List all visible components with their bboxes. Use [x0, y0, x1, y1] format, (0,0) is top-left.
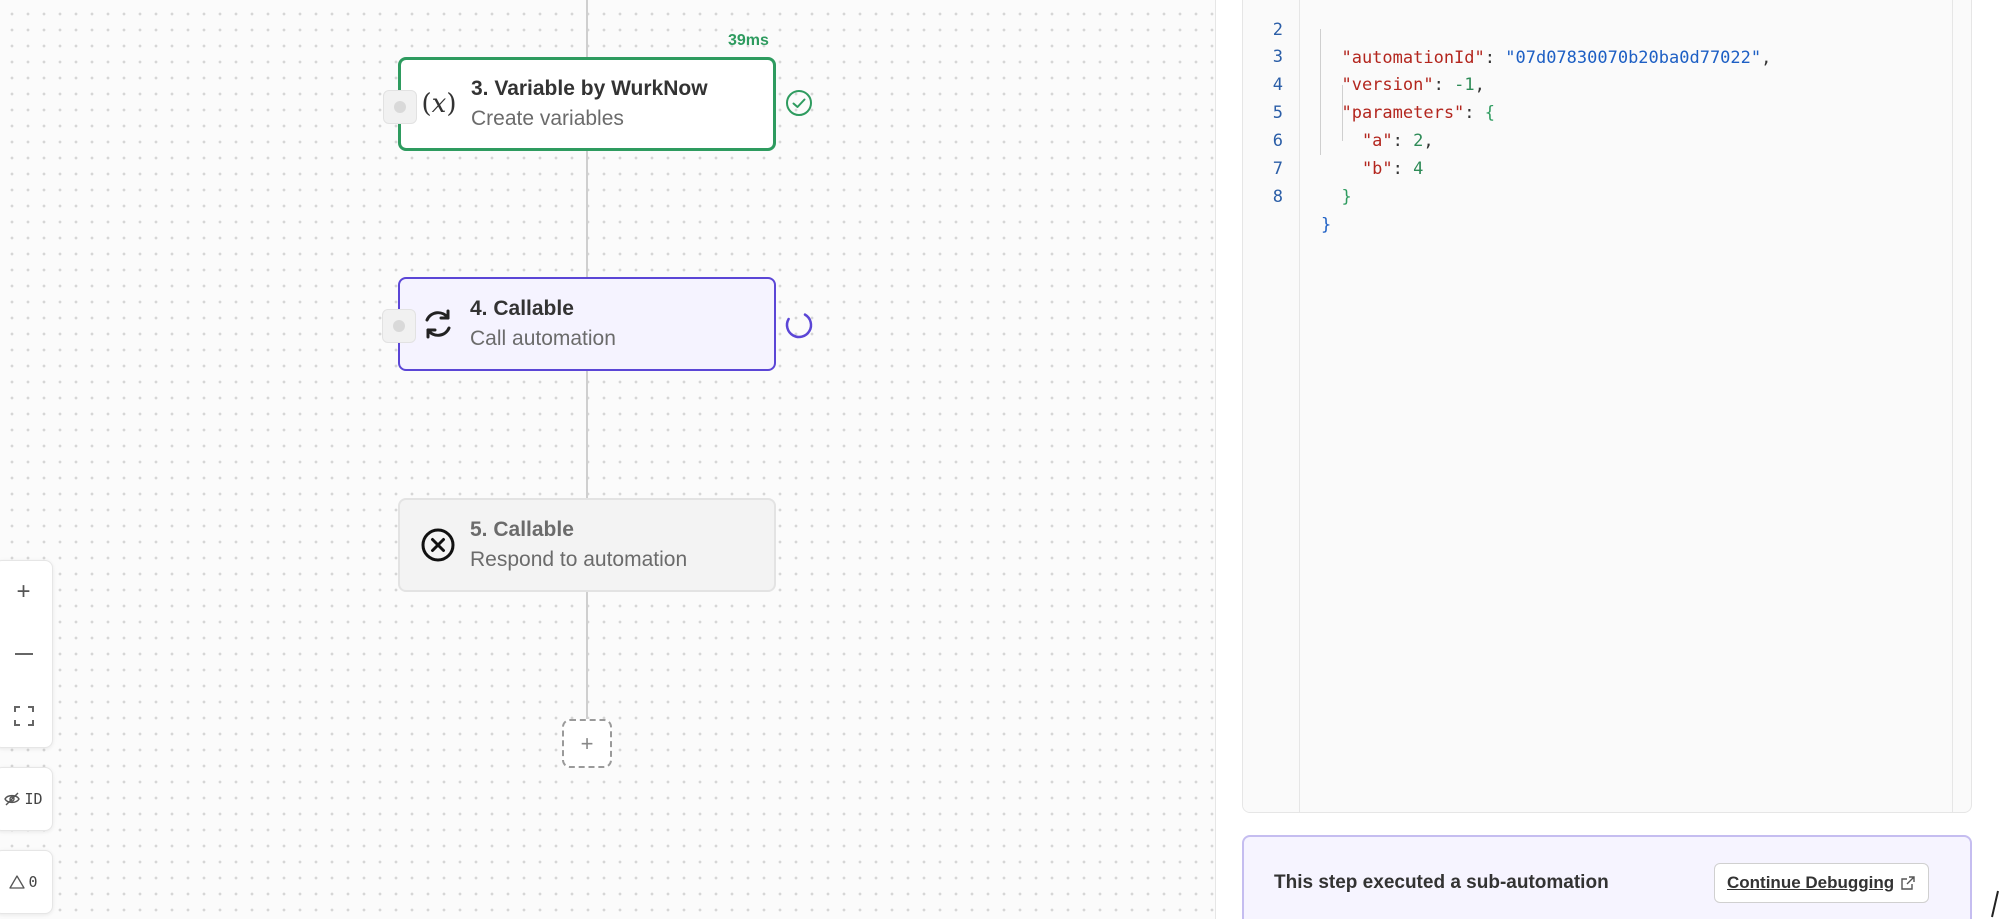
- code-line: 8 }: [1272, 187, 1332, 235]
- eye-off-icon: [4, 792, 21, 806]
- line-number-gutter: [1243, 0, 1300, 812]
- sub-automation-banner: This step executed a sub-automation Cont…: [1242, 835, 1972, 919]
- x-circle-icon: [418, 525, 458, 565]
- code-line: 7 }: [1272, 159, 1352, 207]
- code-line: 5 "a": 2,: [1272, 103, 1434, 151]
- plus-icon: +: [16, 578, 31, 605]
- step-duration: 39ms: [728, 32, 769, 49]
- node-subtitle: Create variables: [471, 107, 624, 130]
- edge-connector: [586, 592, 588, 719]
- workflow-node-3[interactable]: (𝑥) 3. Variable by WurkNow Create variab…: [383, 57, 776, 151]
- panel-divider[interactable]: [1215, 0, 1216, 919]
- node-title: 3. Variable by WurkNow: [471, 77, 708, 100]
- warnings-button[interactable]: 0: [0, 851, 52, 913]
- edge-connector: [586, 0, 588, 57]
- edge-connector: [586, 371, 588, 498]
- sub-automation-text: This step executed a sub-automation: [1274, 872, 1609, 893]
- minus-icon: [14, 653, 33, 655]
- svg-text:(𝑥): (𝑥): [422, 89, 457, 119]
- node-subtitle: Call automation: [470, 327, 616, 350]
- workflow-node-4[interactable]: 4. Callable Call automation: [382, 277, 776, 371]
- node-title: 4. Callable: [470, 297, 574, 320]
- node-title: 5. Callable: [470, 518, 574, 541]
- id-toggle-group: ID: [0, 767, 53, 831]
- code-scrollbar[interactable]: [1952, 0, 1953, 812]
- check-circle-icon: [785, 89, 813, 122]
- continue-debugging-label: Continue Debugging: [1727, 873, 1895, 892]
- workflow-node-5[interactable]: 5. Callable Respond to automation: [398, 498, 776, 592]
- id-toggle-button[interactable]: ID: [0, 768, 52, 830]
- resize-handle-icon[interactable]: [1989, 889, 1999, 919]
- warning-icon: [9, 875, 26, 889]
- zoom-controls: +: [0, 560, 53, 748]
- continue-debugging-button[interactable]: Continue Debugging: [1714, 863, 1930, 903]
- node-subtitle: Respond to automation: [470, 548, 688, 571]
- sync-icon: [418, 304, 458, 344]
- code-line: 6 "b": 4: [1272, 131, 1424, 179]
- zoom-out-button[interactable]: [0, 623, 52, 685]
- id-toggle-label: ID: [24, 790, 43, 808]
- indent-guide: [1320, 29, 1321, 155]
- add-step-button[interactable]: +: [562, 719, 612, 768]
- variable-icon: (𝑥): [419, 84, 459, 124]
- code-line: 3 "version": -1,: [1272, 47, 1485, 95]
- json-code-viewer[interactable]: 2 "automationId": "07d07830070b20ba0d770…: [1242, 0, 1972, 813]
- node-handle[interactable]: [383, 90, 417, 124]
- node-handle[interactable]: [382, 309, 416, 343]
- fit-view-button[interactable]: [0, 685, 52, 747]
- loading-spinner-icon: [783, 309, 815, 346]
- zoom-in-button[interactable]: +: [0, 561, 52, 623]
- step-details-panel: 2 "automationId": "07d07830070b20ba0d770…: [1216, 0, 1999, 919]
- fit-view-icon: [13, 706, 34, 726]
- warnings-count: 0: [28, 873, 38, 891]
- code-line: 2 "automationId": "07d07830070b20ba0d770…: [1272, 20, 1772, 68]
- code-line: 4 "parameters": {: [1272, 75, 1496, 123]
- indent-guide: [1342, 85, 1343, 141]
- warnings-group: 0: [0, 850, 53, 914]
- external-link-icon: [1901, 876, 1915, 890]
- workflow-canvas[interactable]: 39ms (𝑥) 3. Variable by WurkNow Create v…: [0, 0, 1215, 919]
- edge-connector: [586, 151, 588, 277]
